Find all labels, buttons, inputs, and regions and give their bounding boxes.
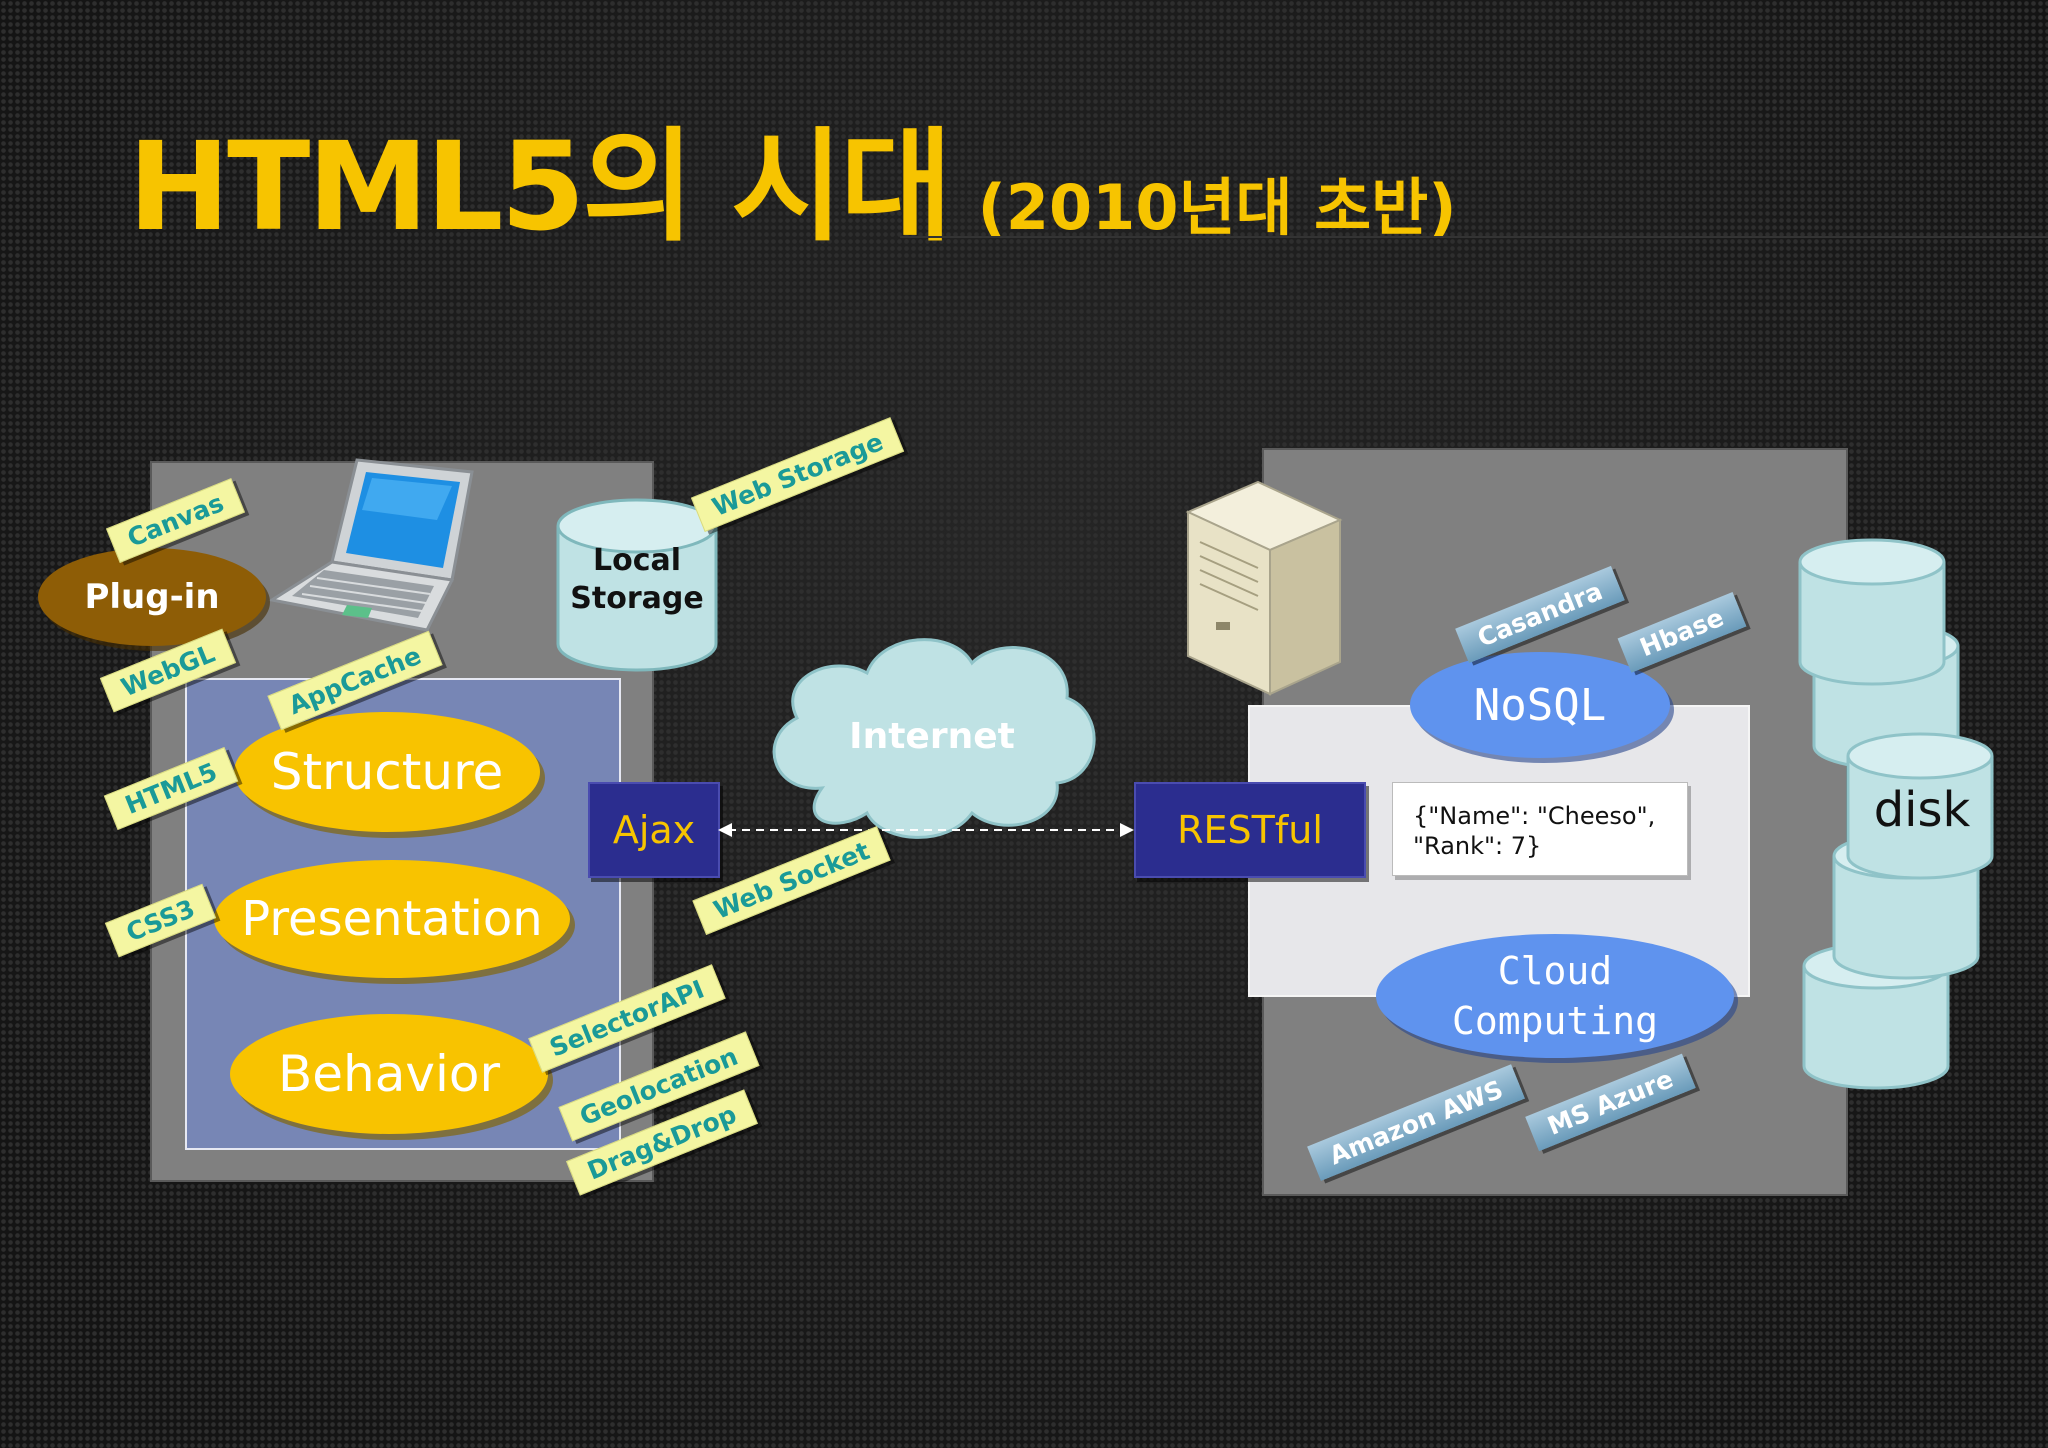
connection-arrow — [718, 823, 1134, 837]
restful-box: RESTful — [1134, 782, 1366, 878]
structure-label: Structure — [270, 743, 504, 801]
internet-label: Internet — [849, 716, 1015, 757]
local-storage-label: Local Storage — [552, 542, 722, 618]
json-line-1: {"Name": "Cheeso", — [1413, 802, 1656, 830]
nosql-ellipse: NoSQL — [1410, 652, 1670, 758]
presentation-label: Presentation — [241, 891, 543, 947]
behavior-label: Behavior — [277, 1045, 501, 1103]
local-storage-line-2: Storage — [570, 581, 704, 616]
cloud-computing-line-2: Computing — [1452, 999, 1658, 1043]
json-line-2: "Rank": 7} — [1413, 832, 1542, 860]
plugin-label: Plug-in — [84, 577, 220, 617]
ajax-label: Ajax — [612, 808, 696, 852]
behavior-ellipse: Behavior — [230, 1014, 548, 1134]
presentation-ellipse: Presentation — [214, 860, 570, 978]
local-storage-line-1: Local — [592, 543, 682, 578]
title-sub: (2010년대 초반) — [977, 171, 1457, 244]
tag-web-storage: Web Storage — [690, 416, 905, 533]
page-title: HTML5의 시대 (2010년대 초반) — [128, 88, 1457, 265]
title-main: HTML5의 시대 — [128, 116, 953, 258]
cloud-icon — [772, 638, 1096, 839]
laptop-icon — [268, 458, 474, 632]
cloud-computing-line-1: Cloud — [1497, 949, 1613, 993]
plugin-ellipse: Plug-in — [38, 548, 266, 646]
json-sample: {"Name": "Cheeso", "Rank": 7} — [1392, 782, 1688, 876]
local-storage-cylinder-icon — [556, 498, 718, 672]
ajax-box: Ajax — [588, 782, 720, 878]
nosql-label: NoSQL — [1473, 679, 1607, 731]
disk-label: disk — [1873, 782, 1971, 838]
title-divider — [900, 236, 2048, 238]
server-tower-icon — [1185, 480, 1343, 696]
structure-ellipse: Structure — [234, 712, 540, 832]
cloud-computing-ellipse: Cloud Computing — [1376, 934, 1734, 1058]
restful-label: RESTful — [1177, 808, 1323, 852]
